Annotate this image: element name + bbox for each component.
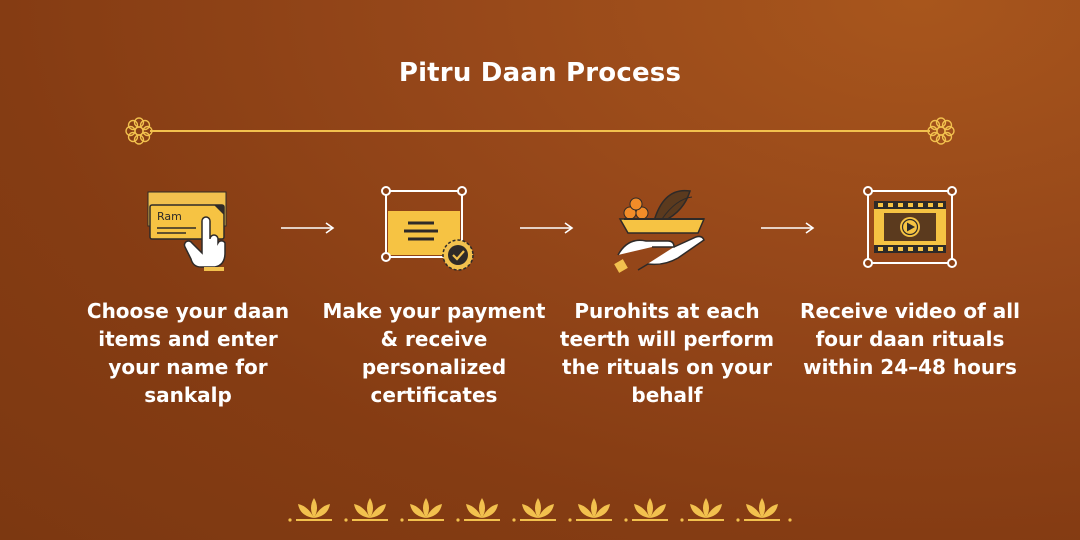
step-4-text: Receive video of all four daan rituals w… — [800, 299, 1020, 379]
certificate-icon — [381, 186, 474, 271]
name-card-tap-icon: Ram — [147, 191, 227, 271]
step-3-text: Purohits at each teerth will perform the… — [559, 299, 775, 407]
step-2-text: Make your payment & receive personalized… — [322, 299, 546, 407]
rosette-left-icon — [125, 117, 153, 145]
card-name-text: Ram — [157, 210, 182, 223]
arrow-2-icon — [518, 218, 576, 238]
title-divider — [122, 114, 958, 148]
page-title: Pitru Daan Process — [398, 58, 682, 88]
offering-hand-icon — [614, 189, 706, 273]
step-1-text: Choose your daan items and enter your na… — [86, 299, 290, 407]
video-film-icon — [863, 186, 957, 268]
arrow-1-icon — [279, 218, 337, 238]
divider-line — [150, 130, 930, 132]
lotus-border-icon — [287, 497, 792, 523]
rosette-right-icon — [927, 117, 955, 145]
arrow-3-icon — [759, 218, 817, 238]
